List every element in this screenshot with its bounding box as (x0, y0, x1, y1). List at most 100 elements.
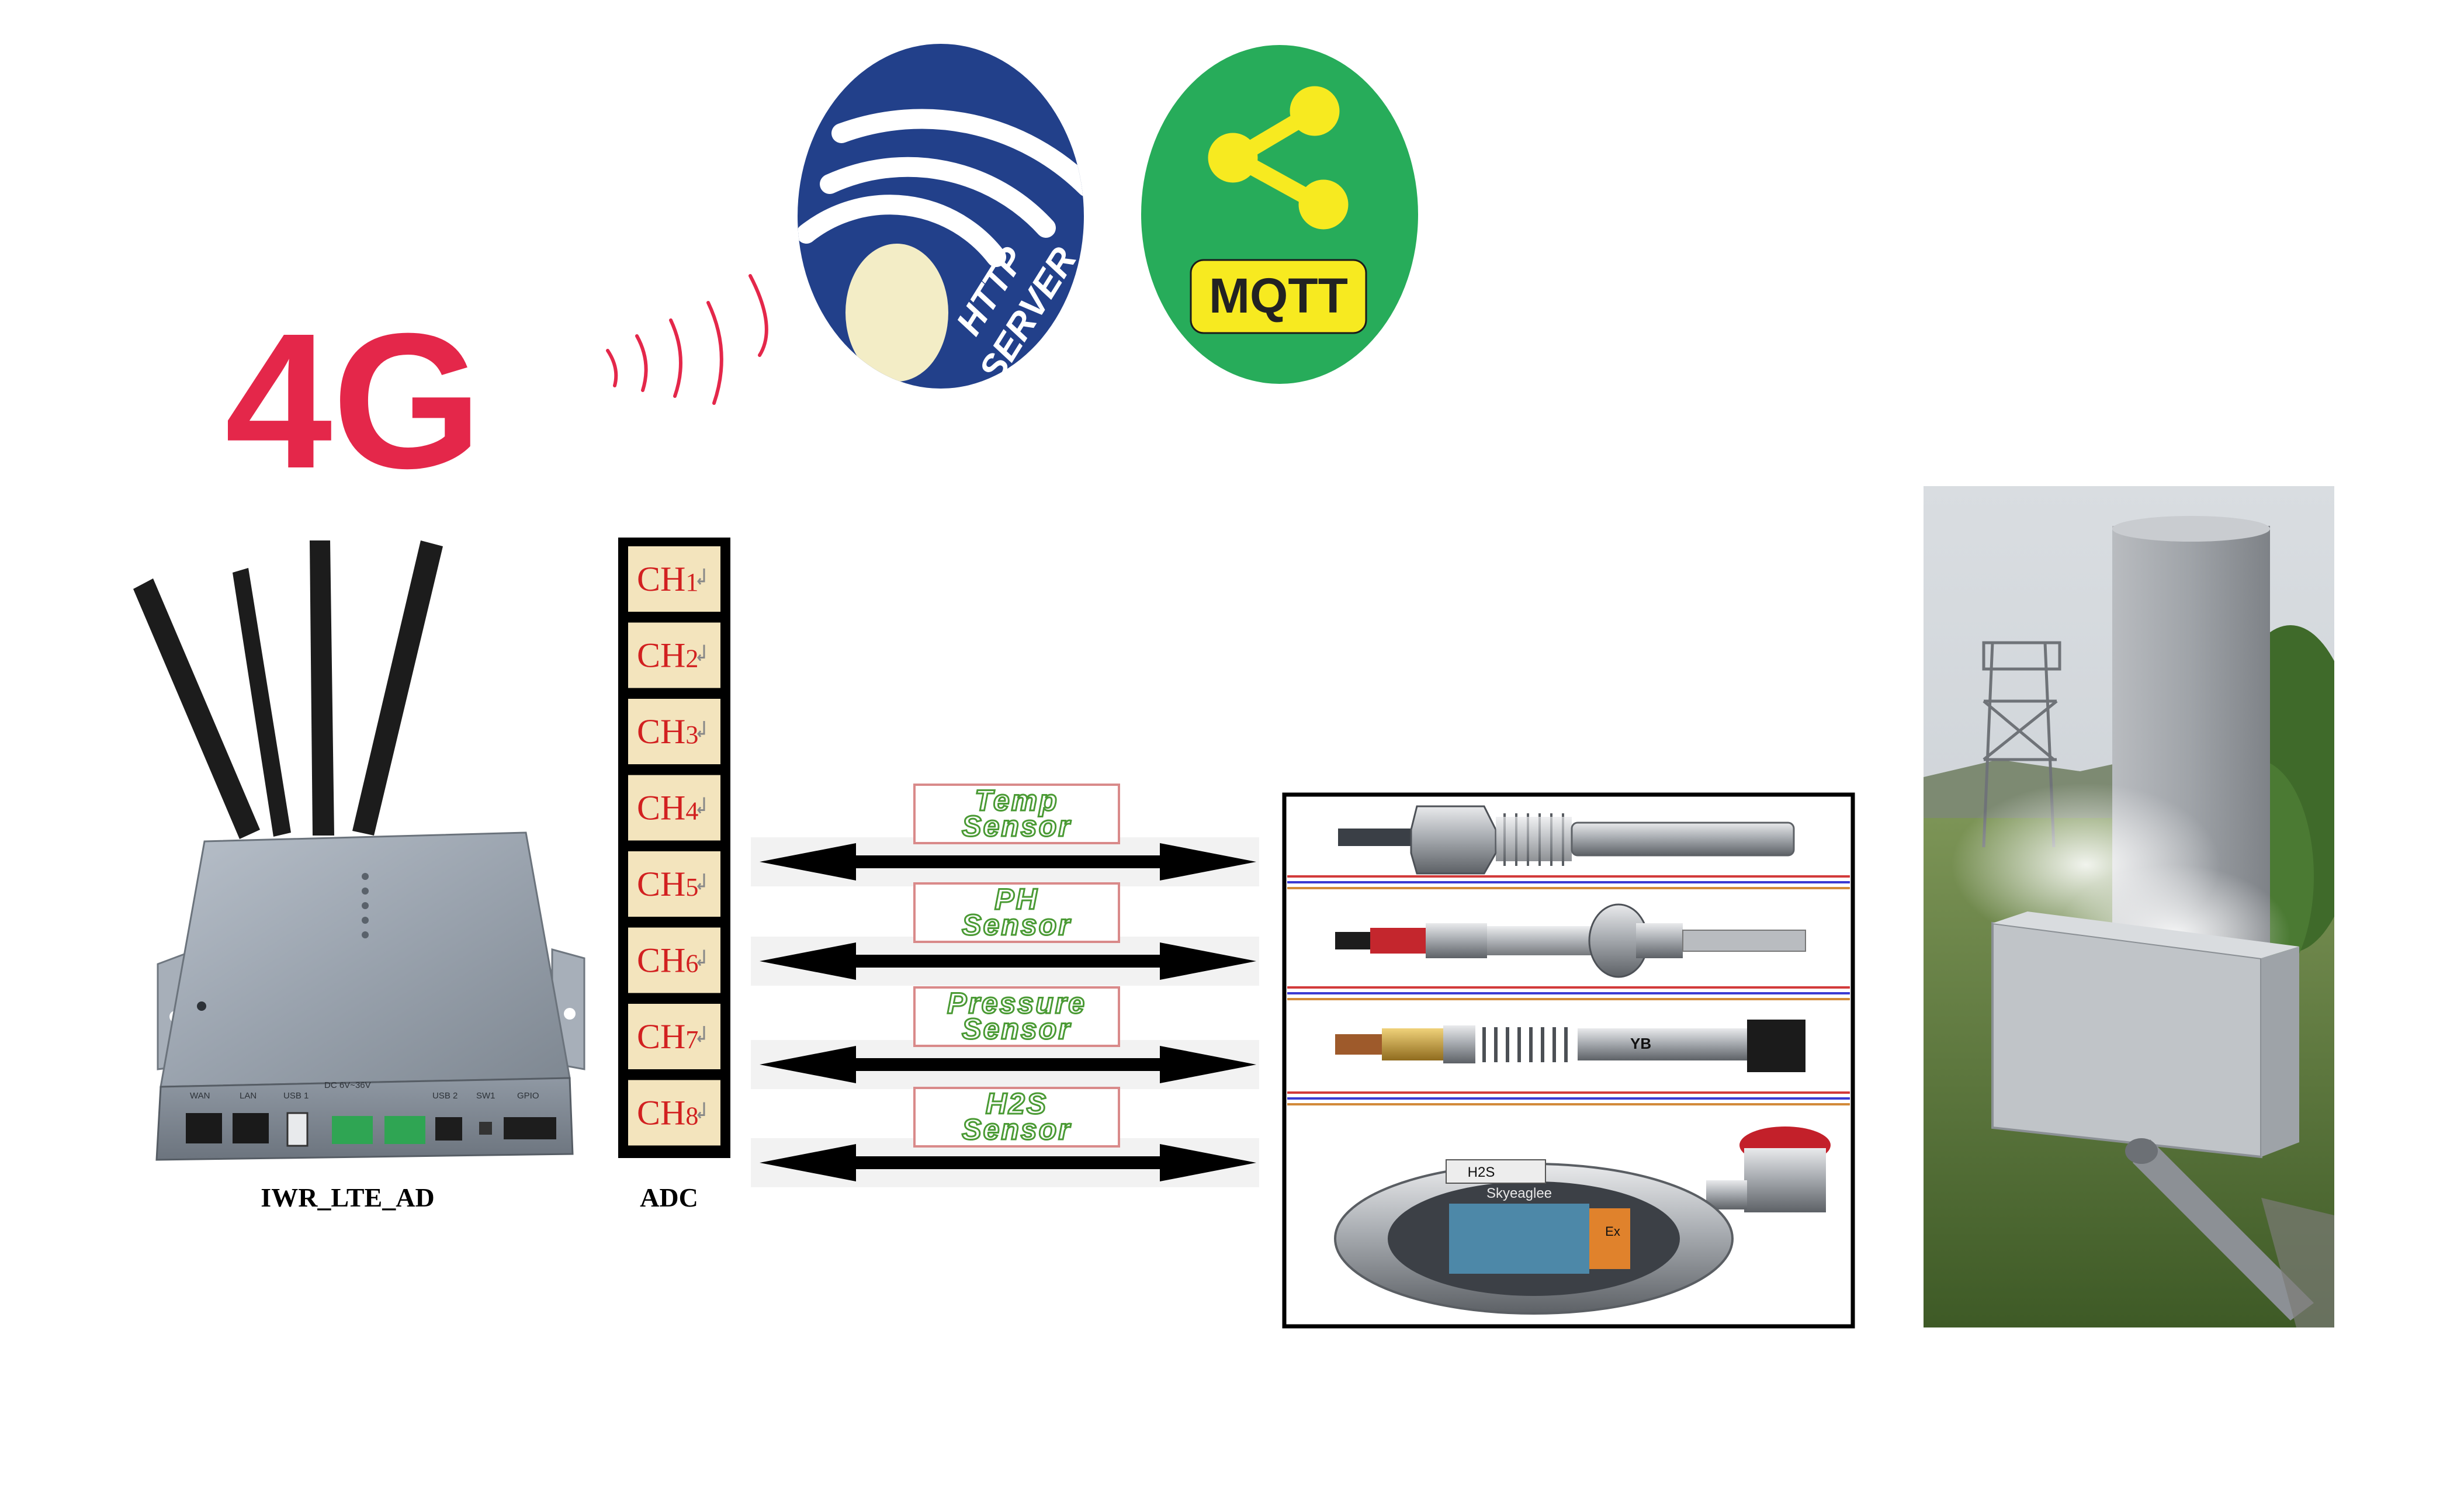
adc-channel-box (628, 546, 720, 612)
sensor-label-box (913, 1087, 1120, 1148)
h2s-detector-top-label: H2S (1468, 1164, 1495, 1180)
adc-channel-name: CH (637, 636, 685, 675)
adc-channel-8: CH8 (628, 1080, 720, 1146)
adc-channel-label: CH7 (637, 1017, 698, 1056)
http-server-dot (845, 244, 948, 382)
return-mark-icon (697, 1026, 705, 1042)
port-label-gpio: GPIO (517, 1091, 539, 1101)
double-arrow-icon (760, 942, 1256, 980)
adc-channel-name: CH (637, 1094, 685, 1132)
port-label-usb1: USB 1 (283, 1091, 309, 1101)
double-arrow-icon (760, 843, 1256, 881)
site-photo (1924, 486, 2334, 1327)
adc-channel-6: CH6 (628, 927, 720, 993)
sensor-label-box (913, 986, 1120, 1047)
adc-channel-box (628, 851, 720, 917)
adc-channel-label: CH6 (637, 941, 698, 980)
adc-channel-number: 3 (685, 720, 698, 749)
adc-channel-name: CH (637, 789, 685, 827)
sensor-photo-panel: YB Skyeaglee Ex H2S (1282, 792, 1855, 1329)
adc-caption: ADC (640, 1183, 698, 1212)
mqtt-label-box (1190, 259, 1367, 334)
router-device: WAN LAN USB 1 DC 6V~36V USB 2 SW1 GPIO (133, 540, 585, 1161)
mqtt-logo: MQTT (1141, 45, 1418, 384)
adc-channel-number: 1 (685, 568, 698, 597)
adc-channel-name: CH (637, 1017, 685, 1056)
panel-separators (1287, 875, 1850, 1105)
sensor-label-line1: PH (994, 883, 1038, 916)
adc-channel-name: CH (637, 941, 685, 980)
adc-channel-1: CH1 (628, 546, 720, 612)
sensor-label-line2: Sensor (962, 1013, 1072, 1045)
adc-channel-number: 2 (685, 644, 698, 673)
return-mark-icon (697, 644, 705, 661)
adc-channel-label: CH4 (637, 789, 698, 827)
adc-channel-box (628, 699, 720, 764)
h2s-detector-image: Skyeaglee Ex H2S (1334, 1126, 1831, 1315)
adc-channel-5: CH5 (628, 851, 720, 917)
double-arrow-icon (760, 1046, 1256, 1083)
adc-channel-3: CH3 (628, 699, 720, 764)
4g-label: 4G (225, 293, 482, 508)
antennas (133, 540, 443, 839)
pressure-probe-marking: YB (1630, 1035, 1651, 1052)
h2s-detector-ex: Ex (1605, 1224, 1620, 1239)
device-ports (186, 1112, 556, 1147)
adc-channel-7: CH7 (628, 1004, 720, 1069)
adc-channel-2: CH2 (628, 622, 720, 688)
ph-probe-image (1335, 903, 1806, 978)
adc-channel-box (628, 1004, 720, 1069)
adc-channel-number: 6 (685, 949, 698, 978)
return-mark-icon (697, 797, 705, 814)
port-label-wan: WAN (190, 1091, 210, 1101)
adc-channel-label: CH5 (637, 865, 698, 903)
return-mark-icon (697, 569, 705, 585)
return-mark-icon (697, 874, 705, 890)
adc-channel-box (628, 927, 720, 993)
adc-channel-4: CH4 (628, 775, 720, 841)
mqtt-label: MQTT (1209, 268, 1348, 323)
adc-channel-box (628, 622, 720, 688)
port-label-lan: LAN (240, 1091, 257, 1101)
adc-channel-name: CH (637, 865, 685, 903)
return-mark-icon (697, 949, 705, 966)
sensor-links: TempSensorPHSensorPressureSensorH2SSenso… (751, 784, 1259, 1187)
port-label-sw1: SW1 (476, 1091, 495, 1101)
adc-channel-number: 5 (685, 873, 698, 902)
sensor-label-box (913, 882, 1120, 943)
adc-channel-name: CH (637, 712, 685, 751)
adc-channel-label: CH8 (637, 1094, 698, 1132)
pressure-probe-image: YB (1335, 1020, 1805, 1072)
adc-channel-label: CH1 (637, 560, 698, 598)
device-caption: IWR_LTE_AD (261, 1183, 434, 1212)
port-label-usb2: USB 2 (432, 1091, 458, 1101)
temp-probe-image (1338, 805, 1795, 875)
adc-channel-name: CH (637, 560, 685, 598)
share-icon (1208, 86, 1349, 230)
return-mark-icon (697, 721, 705, 737)
sensor-label-line2: Sensor (962, 1113, 1072, 1146)
return-mark-icon (697, 1102, 705, 1119)
sensor-label-line1: H2S (986, 1087, 1048, 1120)
adc-channel-box (628, 1080, 720, 1146)
http-server-logo: HTTP SERVER (798, 44, 1084, 389)
sensor-label-line2: Sensor (962, 810, 1072, 843)
port-label-dc: DC 6V~36V (324, 1080, 371, 1090)
adc-channel-box (628, 775, 720, 841)
adc-channel-number: 7 (685, 1025, 698, 1054)
adc-channel-label: CH3 (637, 712, 698, 751)
sensor-label-line1: Temp (975, 784, 1059, 817)
sensor-label-line1: Pressure (947, 987, 1086, 1020)
sensor-label-box (913, 784, 1120, 844)
h2s-detector-brand: Skyeaglee (1486, 1186, 1552, 1201)
adc-channel-label: CH2 (637, 636, 698, 675)
wireless-signal-icon (606, 274, 768, 405)
sensor-label-line2: Sensor (962, 909, 1072, 941)
adc-channel-number: 8 (685, 1102, 698, 1131)
double-arrow-icon (760, 1144, 1256, 1181)
